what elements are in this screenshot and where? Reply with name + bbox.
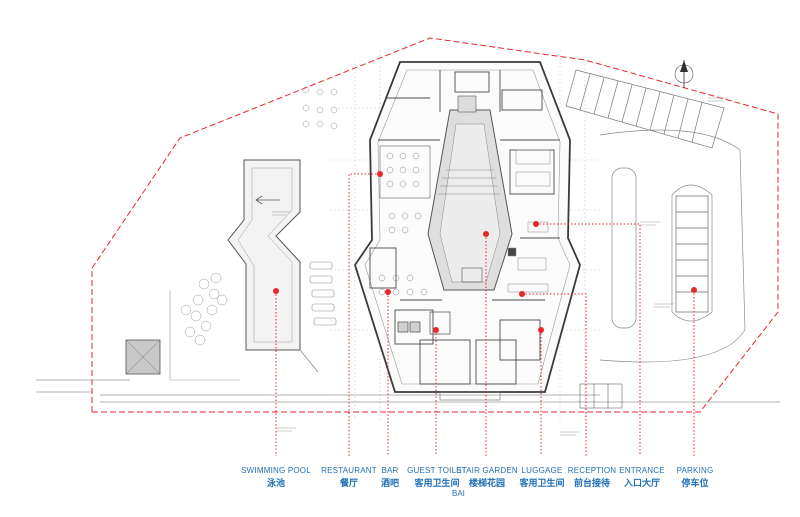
label-stair-garden-extra: BAI (452, 488, 465, 498)
site-boundary (91, 37, 779, 413)
marker-swimming-pool (273, 288, 279, 294)
room-markers (273, 171, 697, 333)
pool-loungers (309, 261, 337, 326)
right-parking-stalls (675, 195, 709, 313)
driveway (599, 129, 746, 363)
entrance-steps (439, 383, 623, 409)
marker-parking (691, 287, 697, 293)
landscape-edge (169, 290, 240, 381)
swimming-pool (227, 159, 319, 373)
level-annotation-marks (272, 97, 728, 436)
top-parking-stalls (565, 69, 725, 149)
marker-reception (519, 291, 525, 297)
outdoor-tables (302, 86, 338, 130)
road (36, 379, 780, 403)
marker-entrance (533, 221, 539, 227)
marker-restaurant (377, 171, 383, 177)
interior-walls (369, 70, 560, 385)
marker-luggage (538, 327, 544, 333)
marker-bar (385, 289, 391, 295)
toilet-block (397, 311, 451, 335)
central-atrium (427, 95, 513, 291)
lobby-furniture (507, 149, 551, 293)
marker-guest-toilet (433, 327, 439, 333)
north-arrow-icon (674, 60, 694, 88)
leader-reception (522, 293, 587, 456)
marker-stair-garden (483, 231, 489, 237)
leader-lines (275, 173, 695, 456)
landscape-planting (180, 272, 228, 346)
